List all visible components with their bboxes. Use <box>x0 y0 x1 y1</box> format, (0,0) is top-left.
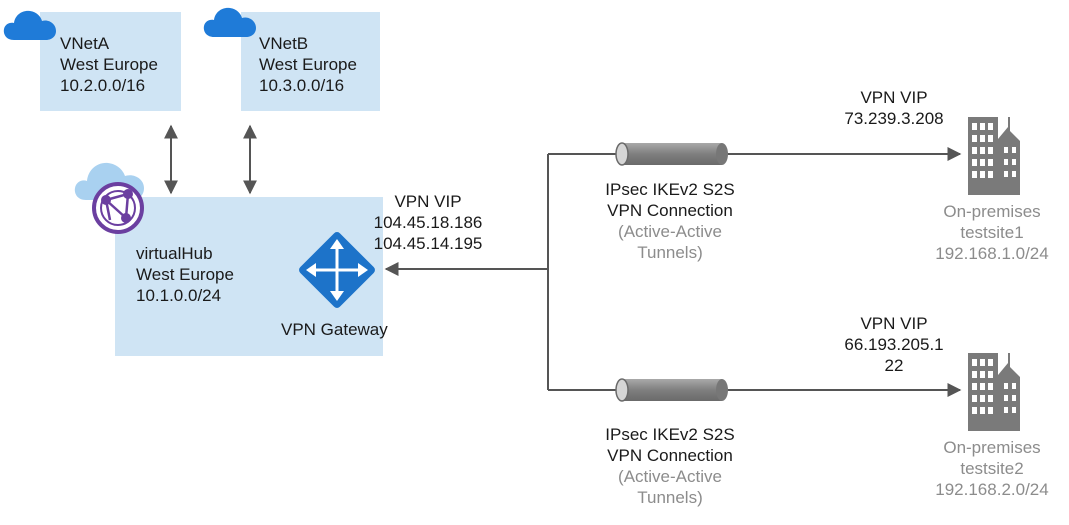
site-1-prefix: 192.168.1.0/24 <box>935 244 1049 263</box>
site-2-name: testsite2 <box>960 459 1024 478</box>
connection-2-line1: IPsec IKEv2 S2S <box>605 425 735 444</box>
site-2-label: On-premises testsite2 192.168.2.0/24 <box>918 437 1066 500</box>
virtual-hub-label: virtualHub West Europe 10.1.0.0/24 <box>136 243 234 306</box>
vneta-box <box>40 12 181 111</box>
hub-name: virtualHub <box>136 244 213 263</box>
vneta-name: VNetA <box>60 34 110 53</box>
site-2-prefix: 192.168.2.0/24 <box>935 480 1049 499</box>
connection-2-line2: VPN Connection <box>607 446 733 465</box>
connection-2-label: IPsec IKEv2 S2S VPN Connection (Active-A… <box>580 424 760 508</box>
vnetb-name: VNetB <box>259 34 309 53</box>
connection-1-line2: VPN Connection <box>607 201 733 220</box>
building-icon <box>968 353 1020 431</box>
tunnel-pipe-icon <box>615 142 728 166</box>
site-1-vip: VPN VIP 73.239.3.208 <box>832 87 956 129</box>
site-2-vip-line1: 66.193.205.1 <box>844 335 944 354</box>
site-2-vip-label: VPN VIP <box>860 314 928 333</box>
gateway-vip-label: VPN VIP <box>394 192 462 211</box>
vneta-region: West Europe <box>60 55 158 74</box>
vnetb-region: West Europe <box>259 55 357 74</box>
site-2-vip-line2: 22 <box>884 356 904 375</box>
vpn-gateway-icon <box>299 232 375 308</box>
vneta-prefix: 10.2.0.0/16 <box>60 76 146 95</box>
cloud-icon <box>3 10 57 41</box>
vpn-gateway-label: VPN Gateway <box>281 320 388 339</box>
hub-prefix: 10.1.0.0/24 <box>136 286 222 305</box>
gateway-vip: VPN VIP 104.45.18.186 104.45.14.195 <box>366 191 490 254</box>
connection-2-note1: (Active-Active <box>618 467 722 486</box>
connection-1-line1: IPsec IKEv2 S2S <box>605 180 735 199</box>
site-1-name: testsite1 <box>960 223 1024 242</box>
vneta-label: VNetA West Europe 10.2.0.0/16 <box>60 33 158 96</box>
vnetb-box <box>241 12 380 111</box>
connection-1-note2: Tunnels) <box>637 243 703 262</box>
site-1-label: On-premises testsite1 192.168.1.0/24 <box>918 201 1066 264</box>
site-1-vip-address: 73.239.3.208 <box>844 109 944 128</box>
virtual-hub-icon <box>74 162 144 234</box>
site-1-kind: On-premises <box>943 202 1041 221</box>
vnetb-label: VNetB West Europe 10.3.0.0/16 <box>259 33 357 96</box>
site-2-vip: VPN VIP 66.193.205.1 22 <box>832 313 956 376</box>
connection-1-note1: (Active-Active <box>618 222 722 241</box>
connection-1-label: IPsec IKEv2 S2S VPN Connection (Active-A… <box>580 179 760 263</box>
site-1-vip-label: VPN VIP <box>860 88 928 107</box>
hub-region: West Europe <box>136 265 234 284</box>
cloud-icon <box>203 7 256 38</box>
gateway-vip-2: 104.45.14.195 <box>373 234 483 253</box>
connection-2-note2: Tunnels) <box>637 488 703 507</box>
vnetb-prefix: 10.3.0.0/16 <box>259 76 345 95</box>
tunnel-pipe-icon <box>615 378 728 402</box>
building-icon <box>968 117 1020 195</box>
gateway-vip-1: 104.45.18.186 <box>373 213 483 232</box>
site-2-kind: On-premises <box>943 438 1041 457</box>
